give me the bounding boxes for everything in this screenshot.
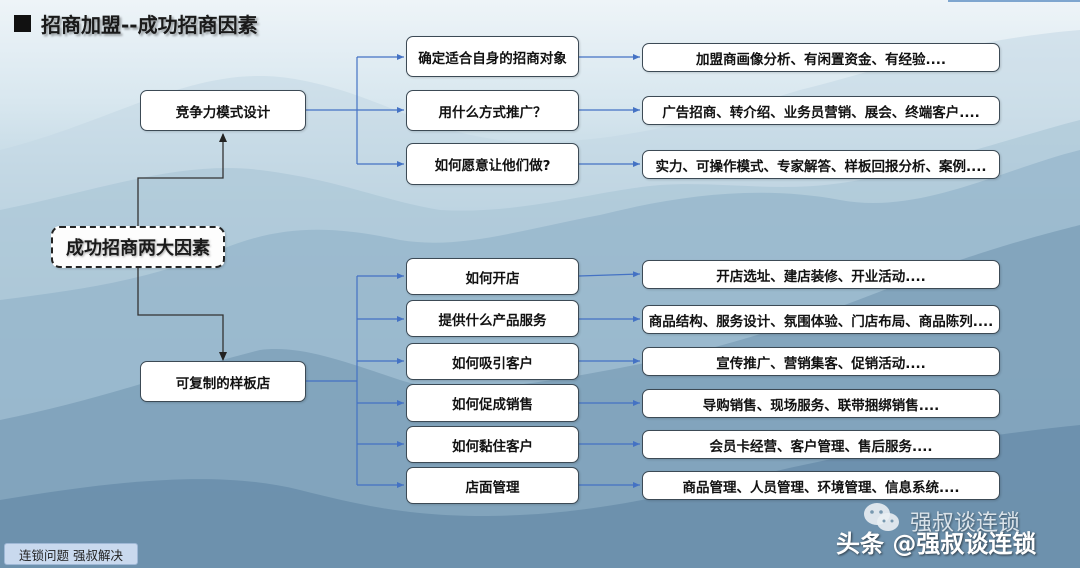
child-node-label: 用什么方式推广？ xyxy=(438,104,547,121)
child-node[interactable]: 用什么方式推广？ xyxy=(406,90,579,131)
detail-node[interactable]: 实力、可操作模式、专家解答、样板回报分析、案例.... xyxy=(642,150,1000,179)
detail-node-text: 广告招商、转介绍、业务员营销、展会、终端客户.... xyxy=(662,104,980,121)
detail-node[interactable]: 会员卡经营、客户管理、售后服务.... xyxy=(642,430,1000,459)
branch-node-label: 可复制的样板店 xyxy=(175,375,271,392)
title-square-icon xyxy=(14,14,31,32)
child-node-label: 如何开店 xyxy=(465,270,520,287)
footer-badge-text: 连锁问题 强叔解决 xyxy=(19,547,123,563)
child-node[interactable]: 如何促成销售 xyxy=(406,384,579,422)
root-node[interactable]: 成功招商两大因素 xyxy=(51,226,225,268)
page-title: 招商加盟--成功招商因素 xyxy=(14,10,258,37)
detail-node-text: 加盟商画像分析、有闲置资金、有经验.... xyxy=(695,51,946,68)
child-node[interactable]: 提供什么产品服务 xyxy=(406,300,579,337)
root-node-label: 成功招商两大因素 xyxy=(66,238,210,259)
detail-node-text: 会员卡经营、客户管理、售后服务.... xyxy=(709,438,933,455)
wechat-icon xyxy=(864,503,899,531)
detail-node-text: 导购销售、现场服务、联带捆绑销售.... xyxy=(702,397,940,414)
child-node[interactable]: 确定适合自身的招商对象 xyxy=(406,36,579,77)
child-node-label: 如何愿意让他们做? xyxy=(434,158,551,174)
footer-badge: 连锁问题 强叔解决 xyxy=(4,543,138,565)
detail-node[interactable]: 加盟商画像分析、有闲置资金、有经验.... xyxy=(642,43,1000,72)
detail-node[interactable]: 商品管理、人员管理、环境管理、信息系统.... xyxy=(642,471,1000,500)
detail-node[interactable]: 宣传推广、营销集客、促销活动.... xyxy=(642,347,1000,376)
detail-node-text: 商品结构、服务设计、氛围体验、门店布局、商品陈列.... xyxy=(648,313,994,330)
child-node-label: 如何黏住客户 xyxy=(452,438,533,455)
top-edge-strip xyxy=(948,0,1080,2)
detail-node[interactable]: 广告招商、转介绍、业务员营销、展会、终端客户.... xyxy=(642,96,1000,125)
child-node[interactable]: 如何吸引客户 xyxy=(406,343,579,380)
detail-node-text: 开店选址、建店装修、开业活动.... xyxy=(716,268,926,285)
page-title-text: 招商加盟--成功招商因素 xyxy=(41,12,258,37)
detail-node-text: 商品管理、人员管理、环境管理、信息系统.... xyxy=(682,479,960,496)
detail-node[interactable]: 商品结构、服务设计、氛围体验、门店布局、商品陈列.... xyxy=(642,305,1000,334)
detail-node-text: 宣传推广、营销集客、促销活动.... xyxy=(716,355,926,372)
branch-node-competitive-model[interactable]: 竞争力模式设计 xyxy=(140,90,306,131)
detail-node[interactable]: 开店选址、建店装修、开业活动.... xyxy=(642,260,1000,289)
child-node[interactable]: 如何愿意让他们做? xyxy=(406,143,579,185)
child-node-label: 店面管理 xyxy=(465,479,520,496)
watermark-main-text: 头条 @强叔谈连锁 xyxy=(836,530,1037,558)
watermark-top-text: 强叔谈连锁 xyxy=(910,511,1021,536)
child-node[interactable]: 店面管理 xyxy=(406,467,579,504)
branch-node-replicable-store[interactable]: 可复制的样板店 xyxy=(140,361,306,402)
detail-node-text: 实力、可操作模式、专家解答、样板回报分析、案例.... xyxy=(655,158,987,175)
branch-node-label: 竞争力模式设计 xyxy=(175,104,271,121)
child-node-label: 提供什么产品服务 xyxy=(438,312,547,329)
child-node-label: 如何吸引客户 xyxy=(452,355,533,372)
child-node-label: 如何促成销售 xyxy=(452,397,533,413)
detail-node[interactable]: 导购销售、现场服务、联带捆绑销售.... xyxy=(642,389,1000,418)
child-node-label: 确定适合自身的招商对象 xyxy=(418,50,567,67)
child-node[interactable]: 如何开店 xyxy=(406,258,579,295)
child-node[interactable]: 如何黏住客户 xyxy=(406,426,579,463)
